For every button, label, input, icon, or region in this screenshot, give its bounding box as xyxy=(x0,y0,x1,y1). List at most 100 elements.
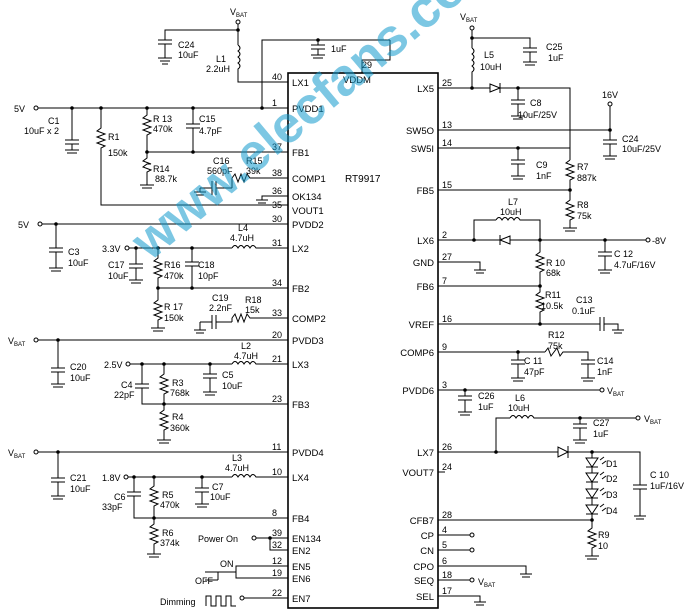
resistor-r10 xyxy=(534,240,546,286)
l3-label: L3 xyxy=(232,453,242,463)
pin-number-left: 40 xyxy=(272,72,282,82)
pin-label-left: COMP1 xyxy=(292,174,326,185)
pin-label-left: FB2 xyxy=(292,284,309,295)
r18-label: R18 xyxy=(245,295,262,305)
c16-value: 560pF xyxy=(207,166,233,176)
vbat-pvdd4: VBAT xyxy=(8,448,26,460)
supply-16v: 16V xyxy=(602,90,618,100)
pin-number-left: 8 xyxy=(272,508,277,518)
capacitor-c3 xyxy=(49,224,63,272)
c21-value: 10uF xyxy=(70,484,91,494)
l6-label: L6 xyxy=(515,393,525,403)
r16-value: 470k xyxy=(164,271,184,281)
capacitor-c19 xyxy=(200,315,232,329)
resistor-r14 xyxy=(140,152,154,189)
pin-label-left: COMP2 xyxy=(292,314,326,325)
resistor-r3 xyxy=(158,364,288,405)
c8-label: C8 xyxy=(530,98,542,108)
c4-label: C4 xyxy=(121,380,133,390)
resistor-r6 xyxy=(147,518,161,558)
r12-label: R12 xyxy=(548,330,565,340)
r10-label: R 10 xyxy=(546,258,565,268)
vbat-node-top-left xyxy=(235,19,241,25)
resistor-r16 xyxy=(152,248,288,289)
pin-label-left: FB1 xyxy=(292,148,309,159)
r7-label: R7 xyxy=(577,162,589,172)
c19-value: 2.2nF xyxy=(209,303,233,313)
r7-value: 887k xyxy=(577,173,597,183)
pin-number-right: 26 xyxy=(442,442,452,452)
l2-label: L2 xyxy=(241,341,251,351)
switch-off-label: OFF xyxy=(195,576,213,586)
supply-1v8: 1.8V xyxy=(102,473,121,483)
inductor-l3 xyxy=(231,474,288,478)
pwm-waveform-icon xyxy=(205,595,236,607)
c14-value: 1nF xyxy=(597,367,613,377)
inductor-l2 xyxy=(231,361,288,365)
l1-value: 2.2uH xyxy=(206,64,230,74)
c12-value: 4.7uF/16V xyxy=(614,260,656,270)
led-d2 xyxy=(585,471,607,489)
d2-label: D2 xyxy=(606,474,618,484)
power-on-label: Power On xyxy=(198,534,238,544)
pin-label-left: EN6 xyxy=(292,574,310,585)
r11-value: 10.5k xyxy=(541,301,564,311)
r4-value: 360k xyxy=(170,423,190,433)
resistor-r15 xyxy=(231,172,288,184)
dimming-label: Dimming xyxy=(160,597,196,607)
pin-label-left: LX2 xyxy=(292,244,309,255)
capacitor-vddm xyxy=(311,44,325,59)
pin-label-right: COMP6 xyxy=(400,348,434,359)
pin-number-left: 34 xyxy=(272,278,282,288)
pin-number-right: 14 xyxy=(442,138,452,148)
pin-label-left: EN7 xyxy=(292,594,310,605)
d4-label: D4 xyxy=(606,506,618,516)
c13-label: C13 xyxy=(576,295,593,305)
diode-lx7 xyxy=(557,446,570,458)
c24-top-value: 10uF xyxy=(178,50,199,60)
l5-value: 10uH xyxy=(480,62,502,72)
pin-number-right: 3 xyxy=(442,380,447,390)
r11-label: R11 xyxy=(545,290,561,300)
resistor-r5 xyxy=(148,477,288,519)
r15-label: R15 xyxy=(246,156,263,166)
r13-value: 470k xyxy=(153,124,173,134)
vbat-pvdd6: VBAT xyxy=(607,386,625,398)
capacitor-c10 xyxy=(633,484,647,510)
pin-number-left: 39 xyxy=(272,528,282,538)
resistor-r17 xyxy=(151,288,165,332)
c24-top-label: C24 xyxy=(178,40,195,50)
pin-label-left: OK134 xyxy=(292,192,322,203)
c3-label: C3 xyxy=(68,247,80,257)
resistor-r18 xyxy=(231,312,288,324)
capacitor-c27 xyxy=(573,418,587,444)
r10-value: 68k xyxy=(546,268,561,278)
c11-value: 47pF xyxy=(524,367,545,377)
c20-value: 10uF xyxy=(70,373,91,383)
capacitor-c26 xyxy=(458,395,472,416)
right-pin-group: LX525SW5O13SW5I14FB515LX62GND27FB67VREF1… xyxy=(400,78,452,603)
l2-value: 4.7uH xyxy=(234,351,258,361)
capacitor-c25 xyxy=(523,47,537,66)
capacitor-c6 xyxy=(127,477,154,519)
c15-label: C15 xyxy=(199,114,216,124)
pin-label-left: PVDD3 xyxy=(292,336,324,347)
l4-label: L4 xyxy=(238,223,248,233)
pin-label-left: EN2 xyxy=(292,546,310,557)
c25-label: C25 xyxy=(546,42,563,52)
capacitor-c20 xyxy=(51,340,65,388)
l5-label: L5 xyxy=(484,50,494,60)
pin-number-left: 11 xyxy=(272,442,281,452)
supply-2v5: 2.5V xyxy=(104,360,123,370)
pin-label-right: SEQ xyxy=(414,576,434,587)
r4-label: R4 xyxy=(172,412,184,422)
r9-label: R9 xyxy=(598,530,610,540)
r18-value: 15k xyxy=(245,305,260,315)
c17-label: C17 xyxy=(108,260,125,270)
pin-label-left: PVDD1 xyxy=(292,104,324,115)
r14-value: 88.7k xyxy=(155,174,178,184)
pin-number-right: 27 xyxy=(442,252,452,262)
vbat-top-right: VBAT xyxy=(460,12,478,24)
pin-number-left: 21 xyxy=(272,354,282,364)
pin-number-left: 19 xyxy=(272,568,282,578)
